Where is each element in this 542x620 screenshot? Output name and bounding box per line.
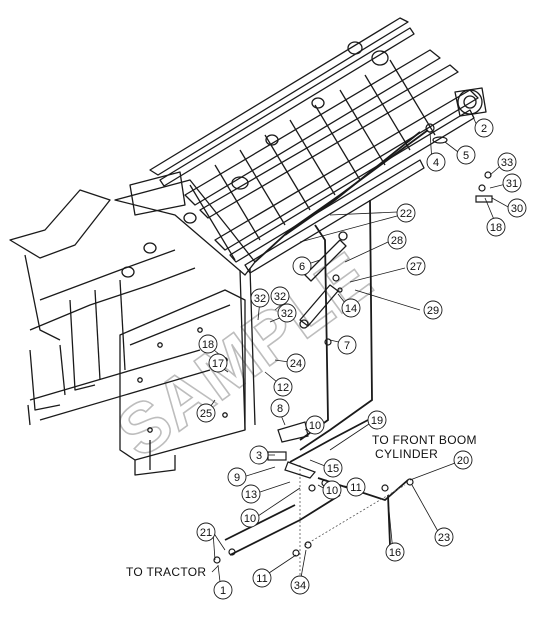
svg-text:18: 18 [490, 222, 502, 234]
svg-text:11: 11 [256, 573, 267, 585]
callout-10-low: 10 [322, 480, 342, 500]
svg-text:18: 18 [202, 339, 214, 351]
callout-33: 32 [270, 286, 290, 306]
svg-text:28: 28 [391, 235, 403, 247]
callout-15: 16 [385, 542, 405, 562]
callout-6: 6 [292, 256, 312, 276]
note-to-tractor: TO TRACTOR [126, 565, 206, 579]
svg-text:21: 21 [200, 527, 212, 539]
svg-text:2: 2 [481, 123, 487, 135]
svg-text:19: 19 [371, 415, 383, 427]
svg-text:7: 7 [344, 340, 350, 352]
svg-text:16: 16 [389, 547, 401, 559]
svg-text:10: 10 [326, 485, 338, 497]
svg-text:1: 1 [220, 585, 226, 597]
svg-text:15: 15 [327, 463, 339, 475]
callout-2: 2 [474, 118, 494, 138]
svg-text:32: 32 [281, 308, 293, 320]
callout-7: 7 [337, 335, 357, 355]
callout-23: 23 [434, 527, 454, 547]
callout-31: 33 [497, 152, 517, 172]
svg-text:25: 25 [200, 408, 212, 420]
svg-text:4: 4 [433, 157, 439, 169]
callout-24: 24 [286, 353, 306, 373]
svg-text:14: 14 [345, 303, 357, 315]
callout-16: 15 [323, 458, 343, 478]
svg-text:23: 23 [438, 532, 450, 544]
svg-text:11: 11 [350, 482, 361, 494]
svg-text:13: 13 [245, 489, 257, 501]
callout-22-a: 22 [396, 203, 416, 223]
callout-13: 13 [241, 484, 261, 504]
svg-text:24: 24 [290, 358, 302, 370]
svg-text:3: 3 [256, 450, 262, 462]
callout-27: 28 [387, 230, 407, 250]
svg-text:32: 32 [254, 293, 266, 305]
callout-21: 21 [196, 522, 216, 542]
callouts: 2 4 5 33 31 30 18 22 28 6 27 14 29 7 32 … [196, 118, 527, 600]
watermark-text: SAMPLE [103, 238, 385, 473]
callout-20: 20 [453, 450, 473, 470]
callout-1: 1 [213, 580, 233, 600]
svg-text:22: 22 [400, 208, 412, 220]
callout-17: 17 [208, 353, 228, 373]
callout-8: 8 [270, 398, 290, 418]
svg-text:9: 9 [234, 472, 240, 484]
callout-11-right: 11 [346, 477, 366, 497]
svg-text:31: 31 [506, 178, 518, 190]
svg-text:12: 12 [277, 382, 289, 394]
svg-text:8: 8 [277, 403, 283, 415]
callout-34: 34 [290, 575, 310, 595]
callout-32: 32 [277, 303, 297, 323]
svg-text:34: 34 [294, 580, 306, 592]
svg-text:32: 32 [274, 291, 286, 303]
svg-text:5: 5 [463, 150, 469, 162]
svg-text:27: 27 [410, 261, 422, 273]
machine-frame [9, 17, 487, 476]
callout-10-top: 10 [305, 415, 325, 435]
svg-text:6: 6 [299, 261, 305, 273]
callout-12: 12 [273, 377, 293, 397]
svg-text:29: 29 [427, 305, 439, 317]
callout-10-left: 10 [240, 508, 260, 528]
watermark: SAMPLE [102, 237, 385, 473]
callout-26: 27 [406, 256, 426, 276]
callout-11-left: 11 [252, 568, 272, 588]
callout-25: 25 [196, 403, 216, 423]
callout-18-left: 18 [198, 334, 218, 354]
callout-29: 30 [507, 198, 527, 218]
callout-30-mid: 32 [250, 288, 270, 308]
callout-14: 14 [341, 298, 361, 318]
callout-28: 29 [423, 300, 443, 320]
callout-18-right: 18 [486, 217, 506, 237]
svg-text:30: 30 [511, 203, 523, 215]
guide-lines [299, 465, 406, 580]
callout-3: 3 [249, 445, 269, 465]
note-front-boom-line1: TO FRONT BOOM [372, 433, 477, 447]
svg-text:33: 33 [501, 157, 513, 169]
hardware-parts [213, 123, 493, 564]
svg-text:10: 10 [244, 513, 256, 525]
callout-19: 19 [367, 410, 387, 430]
note-front-boom-line2: CYLINDER [375, 447, 438, 461]
svg-text:20: 20 [457, 455, 469, 467]
callout-5: 5 [456, 145, 476, 165]
tractor-arrow [211, 565, 219, 573]
callout-30-top: 31 [502, 173, 522, 193]
svg-text:17: 17 [212, 358, 224, 370]
svg-text:10: 10 [309, 420, 321, 432]
callout-9: 9 [227, 467, 247, 487]
callout-4: 4 [426, 152, 446, 172]
